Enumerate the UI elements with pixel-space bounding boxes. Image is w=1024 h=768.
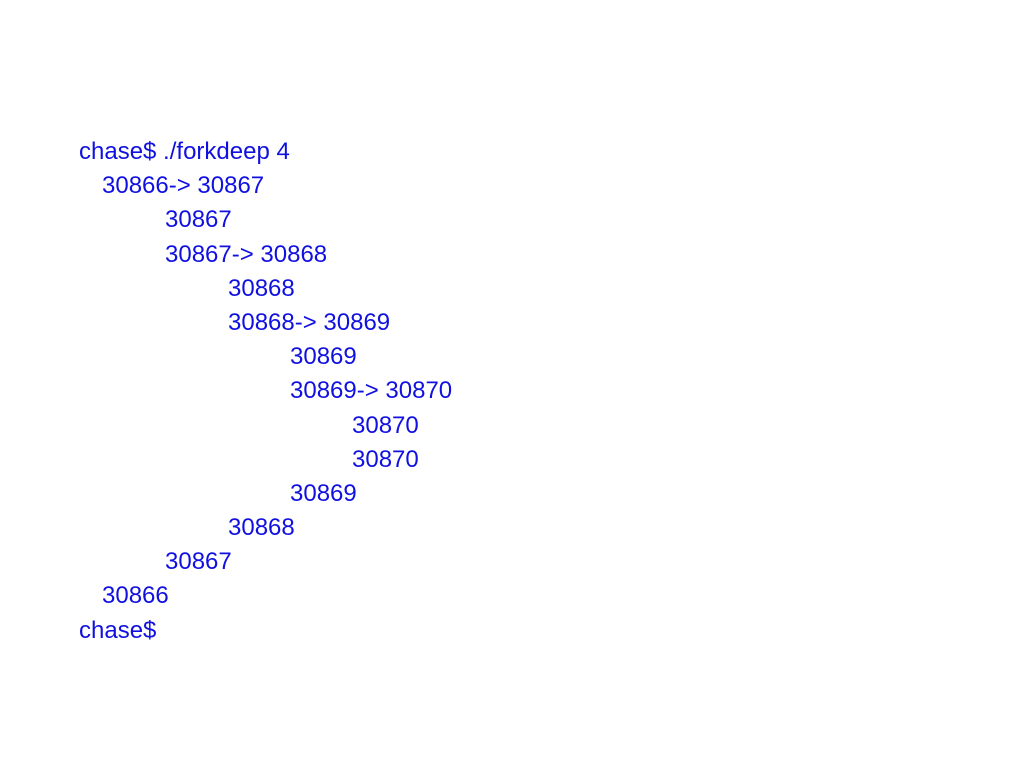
output-line: 30869	[290, 479, 357, 507]
output-line: 30869-> 30870	[290, 377, 453, 405]
output-line: 30868	[228, 514, 295, 542]
terminal-output: chase$ ./forkdeep 4 30866-> 30867 30867 308…	[79, 135, 979, 648]
output-line: 30870	[352, 411, 419, 439]
output-line: 30867-> 30868	[165, 240, 328, 268]
output-line: 30866-> 30867	[102, 172, 265, 200]
output-line: 30869	[290, 343, 357, 371]
output-line: 30866	[102, 582, 169, 610]
output-line: 30868	[228, 274, 295, 302]
output-line: 30867	[165, 548, 232, 576]
output-line: 30870	[352, 445, 419, 473]
prompt-line: chase$	[79, 616, 157, 644]
command-line: chase$ ./forkdeep 4	[79, 138, 290, 165]
output-line: 30868-> 30869	[228, 308, 391, 336]
output-line: 30867	[165, 206, 232, 234]
